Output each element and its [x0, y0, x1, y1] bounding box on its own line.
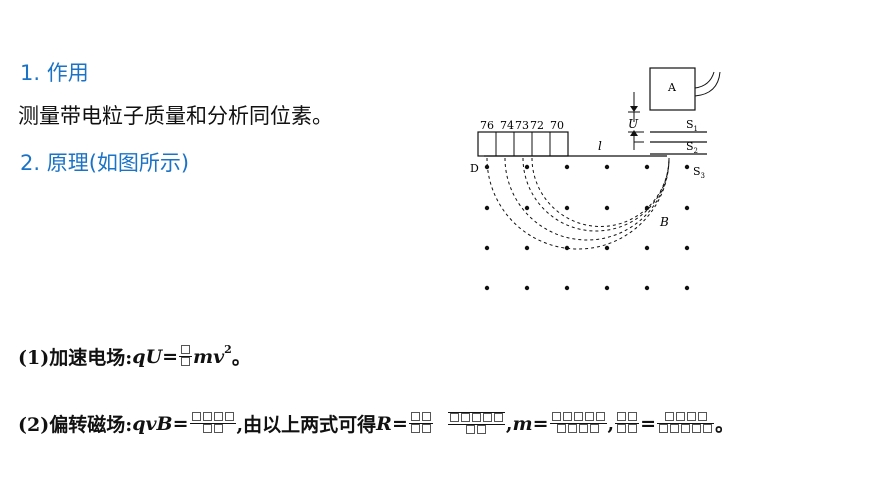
formula2-comma: , — [505, 412, 513, 435]
formula2-m: m — [512, 412, 533, 435]
trajectory-70 — [531, 157, 670, 227]
formula2-frac4 — [549, 412, 607, 435]
formula1-fraction — [179, 345, 193, 368]
formula2-comma2: , — [607, 412, 615, 435]
formula1-m: m — [193, 345, 214, 368]
trajectory-74 — [504, 157, 670, 241]
label-U: U — [628, 117, 639, 131]
formula1-prefix: (1)加速电场: — [18, 347, 133, 369]
source-tube — [694, 71, 721, 97]
formula-acceleration: (1)加速电场: q U = m v 2 。 — [18, 343, 251, 370]
formula2-eq4: = — [640, 412, 657, 435]
formula2-mid: ,由以上两式可得 — [236, 414, 377, 436]
section1-text: 测量带电粒子质量和分析同位素。 — [18, 104, 333, 128]
label-B: B — [659, 215, 669, 229]
trajectory-72 — [522, 157, 670, 232]
label-D: D — [470, 162, 479, 175]
formula2-prefix: (2)偏转磁场: — [18, 414, 133, 436]
ion-source-box — [649, 67, 696, 111]
formula2-R: R — [376, 412, 392, 435]
formula2-lhs: qvB — [132, 412, 173, 435]
formula1-eq: = — [162, 345, 179, 368]
formula1-v: v — [213, 345, 225, 368]
scale-label-74: 74 — [500, 119, 514, 132]
detector-scale — [477, 131, 569, 157]
formula2-eq3: = — [532, 412, 549, 435]
magnetic-field-dots — [484, 164, 690, 291]
formula2-end: 。 — [715, 414, 735, 436]
section1-heading: 1. 作用 — [20, 61, 89, 85]
mass-spectrometer-diagram: A U S1 S2 S3 D l 76 74 73 72 70 B — [470, 67, 721, 291]
label-A: A — [667, 81, 677, 94]
formula2-eq: = — [172, 412, 189, 435]
formula1-end: 。 — [231, 347, 251, 369]
formula2-frac5 — [615, 412, 640, 435]
formula2-frac2 — [408, 412, 433, 435]
formula2-frac3 — [447, 411, 505, 436]
formula2-eq2: = — [391, 412, 408, 435]
label-S3: S3 — [693, 165, 705, 180]
label-S2: S2 — [686, 140, 698, 155]
label-l: l — [598, 139, 602, 153]
formula1-U: U — [145, 345, 163, 368]
formula2-frac1 — [189, 412, 236, 435]
trajectory-76 — [486, 157, 670, 250]
scale-label-72: 72 — [530, 119, 544, 132]
label-S1: S1 — [686, 118, 698, 133]
scale-label-70: 70 — [550, 119, 564, 132]
formula1-exp: 2 — [224, 343, 232, 356]
section2-heading: 2. 原理(如图所示) — [20, 151, 190, 175]
formula-deflection: (2)偏转磁场: qvB = ,由以上两式可得 R = , m = , = 。 — [18, 410, 734, 437]
formula1-q: q — [132, 345, 146, 368]
formula2-frac6 — [657, 412, 715, 435]
scale-label-76: 76 — [480, 119, 494, 132]
scale-label-73: 73 — [515, 119, 529, 132]
